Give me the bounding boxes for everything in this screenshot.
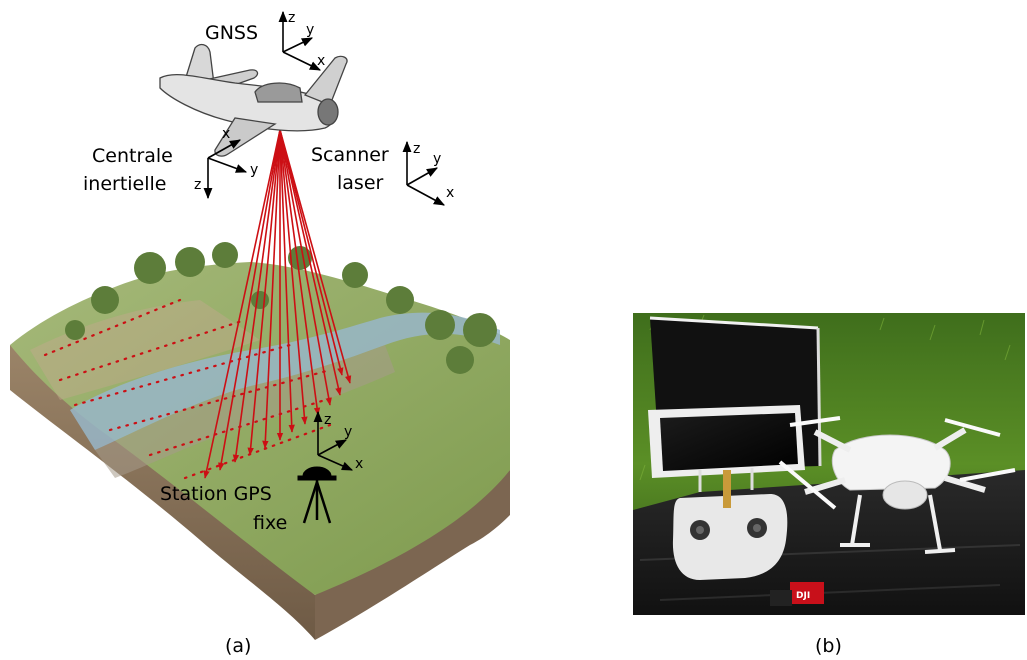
aircraft	[159, 43, 348, 157]
label-station-line1: Station GPS	[160, 483, 272, 505]
panel-a: z y x x y z z y x z y x GNSS Centrale in…	[10, 10, 510, 657]
caption-a: (a)	[225, 635, 251, 657]
label-station-line2: fixe	[253, 512, 287, 534]
laser-beams	[203, 129, 352, 479]
aircraft-cockpit	[254, 82, 303, 103]
laser-beam	[279, 129, 308, 425]
station-axis-z: z	[324, 412, 331, 428]
label-gnss: GNSS	[205, 22, 258, 44]
aircraft-wing-right	[303, 55, 348, 106]
aircraft-nose	[317, 98, 339, 126]
axes-station	[313, 410, 354, 471]
axes-gnss	[278, 10, 322, 71]
laser-beam	[203, 129, 281, 479]
axes-imu	[203, 139, 248, 200]
photo-sticker	[790, 582, 824, 604]
laser-beam	[279, 129, 332, 406]
terrain-field	[30, 300, 260, 400]
laser-beam	[279, 129, 344, 376]
label-scanner-line2: laser	[337, 172, 384, 194]
gnss-axis-x: x	[317, 53, 325, 69]
gps-station-icon	[297, 466, 337, 524]
terrain-trees	[65, 242, 497, 374]
imu-axis-z: z	[194, 177, 201, 193]
station-axis-x: x	[355, 456, 363, 472]
terrain-block	[10, 242, 510, 640]
photo-drone	[778, 416, 1016, 554]
label-scanner-line1: Scanner	[311, 144, 389, 166]
laser-beam	[262, 129, 281, 449]
gnss-axis-z: z	[288, 10, 295, 26]
laser-beam	[279, 129, 321, 416]
panel-b: DJI (b)	[633, 313, 1025, 657]
scanner-axis-x: x	[446, 185, 454, 201]
laser-beam	[218, 129, 281, 471]
label-centrale-line1: Centrale	[92, 145, 173, 167]
axes-scanner	[402, 140, 445, 206]
terrain-river-bank	[95, 345, 395, 478]
laser-beam	[279, 129, 352, 384]
gnss-axis-y: y	[306, 22, 314, 38]
photo-sticker-text: DJI	[796, 591, 810, 601]
imu-axis-x: x	[222, 126, 230, 142]
caption-b: (b)	[815, 635, 842, 657]
terrain-river	[70, 312, 500, 450]
scanner-axis-z: z	[413, 141, 420, 157]
label-centrale-line2: inertielle	[83, 173, 167, 195]
photo-drone-setup: DJI	[633, 313, 1025, 615]
scanner-axis-y: y	[433, 151, 441, 167]
station-axis-y: y	[344, 424, 352, 440]
photo-remote-controller	[672, 494, 788, 580]
laser-beam	[232, 129, 281, 463]
laser-beam	[279, 129, 342, 396]
laser-beam	[247, 129, 281, 456]
scan-dot-lines	[43, 298, 332, 480]
imu-axis-y: y	[250, 162, 258, 178]
laser-beam	[279, 129, 295, 433]
